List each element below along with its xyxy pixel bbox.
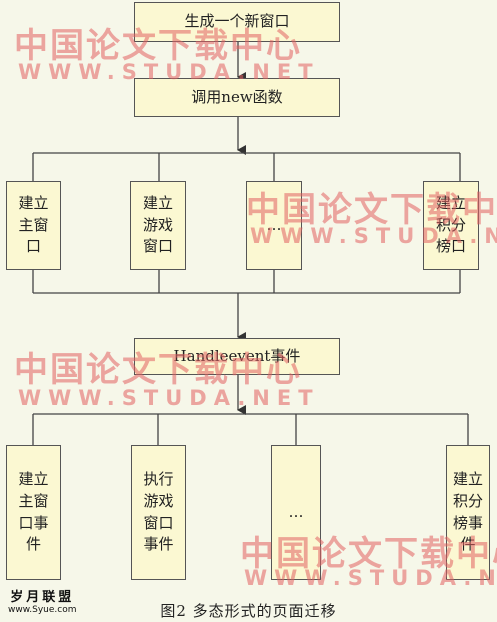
node-call-new: 调用new函数 [134,78,340,117]
node-ellipsis-bottom: … [271,445,321,580]
figure-caption: 图2 多态形式的页面迁移 [160,602,337,620]
node-game-event: 执行 游戏 窗口 事件 [131,445,186,580]
node-new-window: 生成一个新窗口 [134,2,340,42]
node-handle-event: Handleevent事件 [134,338,340,375]
node-score-window: 建立 积分 榜口 [423,181,479,270]
site-logo: 岁月联盟 www.Syue.com [8,590,77,615]
node-game-window: 建立 游戏 窗口 [130,181,186,270]
node-score-event: 建立 积分 榜事 件 [446,445,490,580]
node-ellipsis-top: … [246,181,302,270]
node-main-window: 建立 主窗 口 [6,181,61,270]
node-main-event: 建立 主窗 口事 件 [6,445,61,580]
